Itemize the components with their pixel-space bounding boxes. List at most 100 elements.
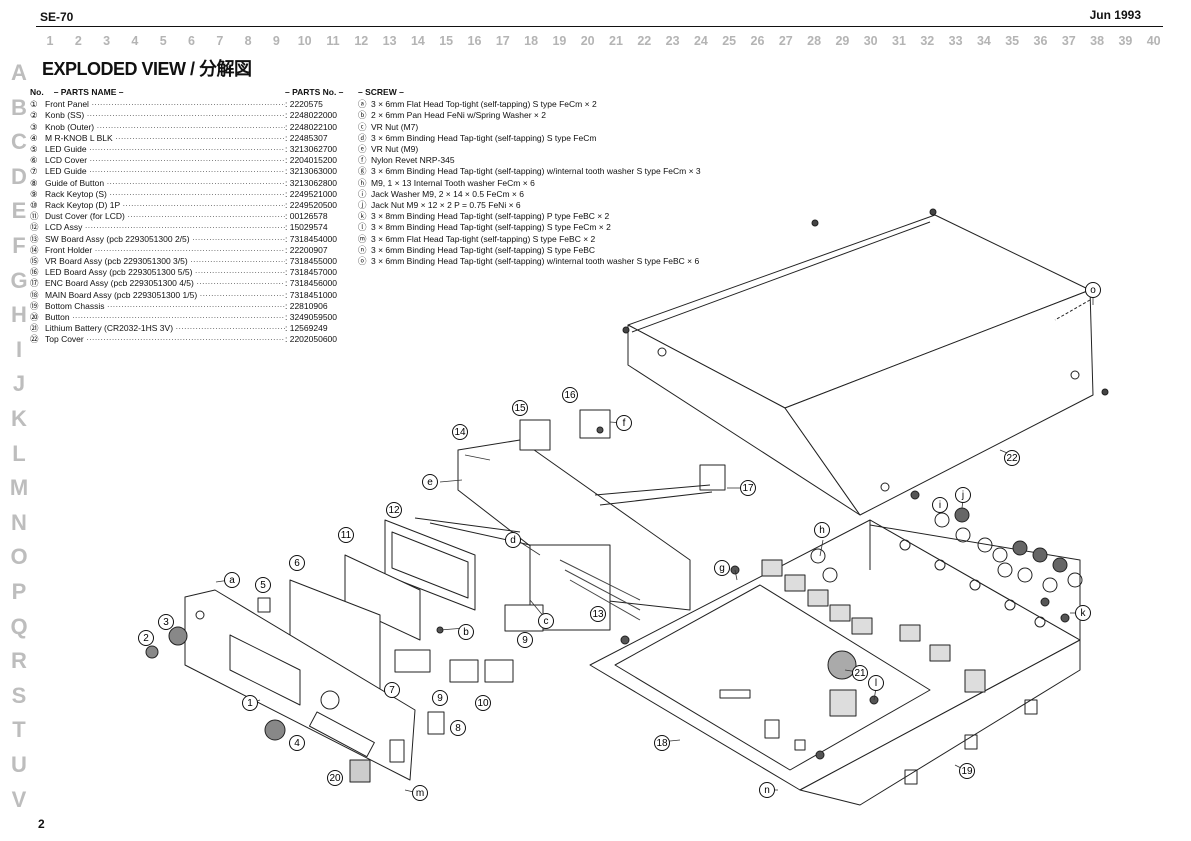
parts-item-name: Bottom Chassis — [45, 301, 285, 312]
screw-list-header: – SCREW – — [358, 87, 404, 97]
screw-item-text: 3 × 6mm Flat Head Top-tight (self-tappin… — [371, 99, 597, 110]
column-index-16: 16 — [467, 34, 482, 48]
callout-circle — [289, 735, 305, 751]
callout-circle — [327, 770, 343, 786]
parts-item-name: Guide of Button — [45, 178, 285, 189]
callout-circle — [1085, 282, 1101, 298]
callout-circle — [452, 424, 468, 440]
callout-n: n — [759, 782, 775, 798]
main-board-drawing — [614, 559, 986, 771]
parts-item-number: : 3213062800 — [285, 177, 337, 188]
callout-18: 18 — [654, 735, 670, 751]
column-index-36: 36 — [1033, 34, 1048, 48]
callout-b: b — [458, 624, 474, 640]
callout-m: m — [412, 785, 428, 801]
callout-7: 7 — [384, 682, 400, 698]
callout-k: k — [1075, 605, 1091, 621]
small-parts-drawing — [145, 426, 1070, 795]
callout-circle — [562, 387, 578, 403]
row-index-l: L — [12, 440, 26, 466]
callout-f: f — [616, 415, 632, 431]
parts-item-name: LCD Assy — [45, 222, 285, 233]
callout-circle — [959, 763, 975, 779]
parts-item-name: Knob (Outer) — [45, 122, 285, 133]
parts-item-number: : 22485307 — [285, 132, 328, 143]
top-cover-drawing — [622, 208, 1109, 516]
row-index-h: H — [11, 302, 27, 328]
parts-item-name: VR Board Assy (pcb 2293051300 3/5) — [45, 256, 285, 267]
screw-item-letter: ⓙ — [358, 200, 367, 211]
parts-item-name: ENC Board Assy (pcb 2293051300 4/5) — [45, 278, 285, 289]
parts-item-no: ⑱ — [30, 289, 39, 300]
callout-9: 9 — [432, 690, 448, 706]
callout-label: 6 — [294, 558, 300, 569]
callout-label: i — [939, 500, 941, 511]
parts-item-number: : 22810906 — [285, 300, 328, 311]
callout-h: h — [814, 522, 830, 538]
row-index-p: P — [11, 579, 27, 604]
parts-item-name: M R-KNOB L BLK — [45, 133, 285, 144]
screw-item-letter: ⓑ — [358, 110, 367, 121]
parts-item-number: : 3213062700 — [285, 144, 337, 155]
callout-circle — [255, 577, 271, 593]
callout-11: 11 — [338, 527, 354, 543]
parts-item-number: : 3249059500 — [285, 312, 337, 323]
parts-item-no: ⑪ — [30, 211, 39, 222]
callout-circle — [384, 682, 400, 698]
callout-label: 7 — [389, 685, 395, 696]
column-index-15: 15 — [439, 34, 454, 48]
row-index-g: G — [10, 267, 28, 293]
callout-4: 4 — [289, 735, 305, 751]
screw-item-letter: ⓓ — [358, 132, 367, 143]
callout-circle — [512, 400, 528, 416]
callout-9: 9 — [517, 632, 533, 648]
callout-12: 12 — [386, 502, 402, 518]
parts-item-number: : 2249521000 — [285, 188, 337, 199]
row-index-m: M — [9, 475, 29, 501]
column-index-35: 35 — [1005, 34, 1020, 48]
callout-19: 19 — [959, 763, 975, 779]
callout-label: h — [819, 525, 825, 536]
row-index-n: N — [11, 509, 27, 535]
parts-item-name: MAIN Board Assy (pcb 2293051300 1/5) — [45, 290, 285, 301]
column-index-20: 20 — [580, 34, 595, 48]
revision-date: Jun 1993 — [1089, 8, 1141, 22]
page-number: 2 — [38, 817, 45, 831]
callout-circle — [517, 632, 533, 648]
parts-item-no: ㉑ — [30, 323, 39, 334]
row-index-u: U — [11, 752, 27, 777]
callout-label: 12 — [388, 505, 400, 516]
parts-item-number: : 12569249 — [285, 323, 328, 334]
callout-circle — [450, 720, 466, 736]
screw-item-text: 3 × 6mm Binding Head Tap-tight (self-tap… — [371, 244, 596, 255]
column-index-1: 1 — [46, 34, 54, 48]
column-index-27: 27 — [778, 34, 793, 48]
screw-item-letter: ⓔ — [358, 144, 367, 155]
row-index-i: I — [15, 336, 23, 362]
column-index-34: 34 — [976, 34, 991, 48]
callout-a: a — [224, 572, 240, 588]
column-index-8: 8 — [244, 34, 252, 48]
callout-circle — [289, 555, 305, 571]
parts-item-number: : 15029574 — [285, 222, 328, 233]
screw-item-text: Jack Washer M9, 2 × 14 × 0.5 FeCm × 6 — [371, 188, 524, 199]
callout-circle — [616, 415, 632, 431]
parts-item-name: Top Cover — [45, 334, 285, 345]
row-index-e: E — [11, 198, 27, 224]
column-index-37: 37 — [1061, 34, 1076, 48]
screw-item-letter: ⓝ — [358, 244, 367, 255]
row-index-b: B — [11, 94, 27, 120]
column-index-38: 38 — [1090, 34, 1105, 48]
callout-circle — [242, 695, 258, 711]
